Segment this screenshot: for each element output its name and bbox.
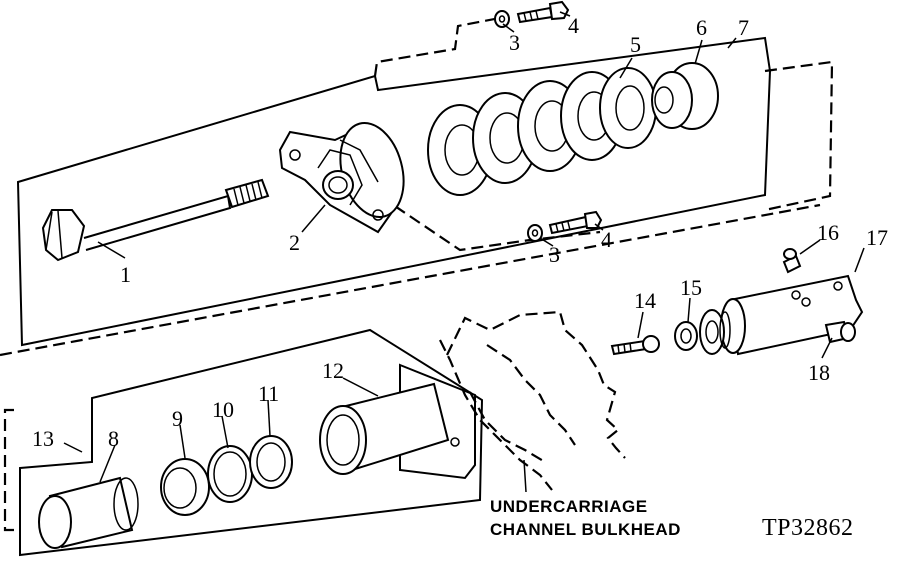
screw-part-14 xyxy=(610,335,660,356)
bulkhead-caption-line-2: CHANNEL BULKHEAD xyxy=(490,520,681,539)
upper-panel-dashed-diagonal xyxy=(0,203,821,357)
washer-part-3-lower xyxy=(527,224,543,242)
upper-panel-dashed-lower xyxy=(379,195,601,252)
adjuster-cylinder-part-17 xyxy=(699,274,864,356)
callout-8: 8 xyxy=(108,426,119,451)
callout-5: 5 xyxy=(630,32,641,57)
callout-2: 2 xyxy=(289,230,300,255)
capscrew-part-4-lower xyxy=(548,210,603,235)
spring-cap-part-6 xyxy=(651,62,719,130)
callout-15: 15 xyxy=(680,275,702,300)
bolt-part-1 xyxy=(41,178,270,262)
figure-reference: TP32862 xyxy=(762,515,854,541)
leader-lines xyxy=(63,11,865,493)
callout-1: 1 xyxy=(120,262,131,287)
callout-14: 14 xyxy=(634,288,656,313)
bulkhead-caption-line-1: UNDERCARRIAGE xyxy=(490,497,648,516)
callout-16: 16 xyxy=(817,220,839,245)
callout-4-top: 4 xyxy=(568,13,579,38)
spring-seat-bracket-part-2 xyxy=(278,121,405,234)
backup-ring-part-11 xyxy=(249,435,293,489)
upper-assembly-panel xyxy=(16,36,772,347)
callout-17: 17 xyxy=(866,225,888,250)
o-ring-part-10 xyxy=(207,445,253,503)
washer-part-3-top xyxy=(494,10,510,28)
callout-6: 6 xyxy=(696,15,707,40)
callout-11: 11 xyxy=(258,381,279,406)
callout-13: 13 xyxy=(32,426,54,451)
callout-7: 7 xyxy=(738,15,749,40)
sleeve-part-8 xyxy=(38,476,139,549)
fitting-part-18 xyxy=(824,320,856,344)
upper-panel-dashed-right xyxy=(764,60,834,212)
callout-18: 18 xyxy=(808,360,830,385)
callout-3-top: 3 xyxy=(509,30,520,55)
washer-part-15 xyxy=(674,321,698,351)
cylinder-housing-part-12 xyxy=(319,363,476,480)
callout-4-lower: 4 xyxy=(601,227,612,252)
coil-spring-part-5 xyxy=(427,67,657,196)
callout-9: 9 xyxy=(172,406,183,431)
lower-panel-dashed-left xyxy=(3,408,14,532)
callout-10: 10 xyxy=(212,397,234,422)
seal-part-9 xyxy=(160,458,210,516)
grease-fitting-part-16 xyxy=(782,248,802,274)
callout-12: 12 xyxy=(322,358,344,383)
upper-panel-dashed-top xyxy=(373,16,501,77)
undercarriage-channel-bulkhead xyxy=(439,310,626,491)
callout-3-lower: 3 xyxy=(549,242,560,267)
lower-assembly-panel xyxy=(19,328,484,557)
